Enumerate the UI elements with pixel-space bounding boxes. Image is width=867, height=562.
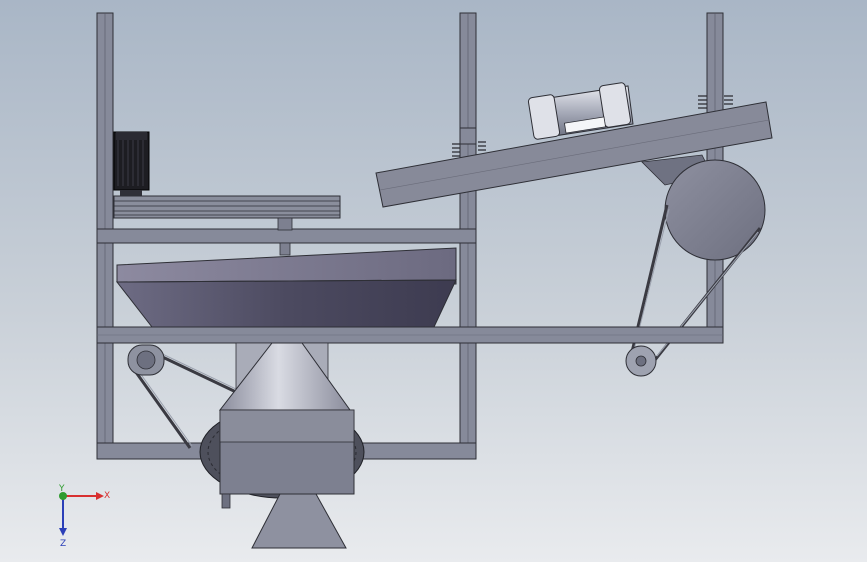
screen-deck bbox=[375, 101, 773, 208]
y-axis-label: Y bbox=[58, 484, 65, 494]
x-axis-label: X bbox=[104, 491, 110, 501]
screen-drive bbox=[625, 154, 766, 377]
axis-triad: X Y Z bbox=[58, 484, 110, 549]
drive-motor bbox=[113, 131, 150, 196]
discharge-hopper bbox=[218, 342, 355, 549]
vibrating-screen bbox=[375, 101, 773, 208]
large-pulley bbox=[664, 159, 766, 261]
z-axis-arrow-icon bbox=[59, 528, 67, 536]
beam-upper bbox=[96, 228, 477, 244]
screen-springs bbox=[452, 95, 733, 157]
y-axis-origin-icon bbox=[59, 492, 67, 500]
lower-drive bbox=[127, 344, 239, 449]
mixing-bowl bbox=[115, 247, 457, 328]
pulley-stack bbox=[113, 195, 341, 231]
vibration-motor bbox=[527, 82, 634, 140]
outlet-chute bbox=[251, 493, 347, 549]
x-axis-arrow-icon bbox=[96, 492, 104, 500]
z-axis-label: Z bbox=[60, 539, 66, 549]
